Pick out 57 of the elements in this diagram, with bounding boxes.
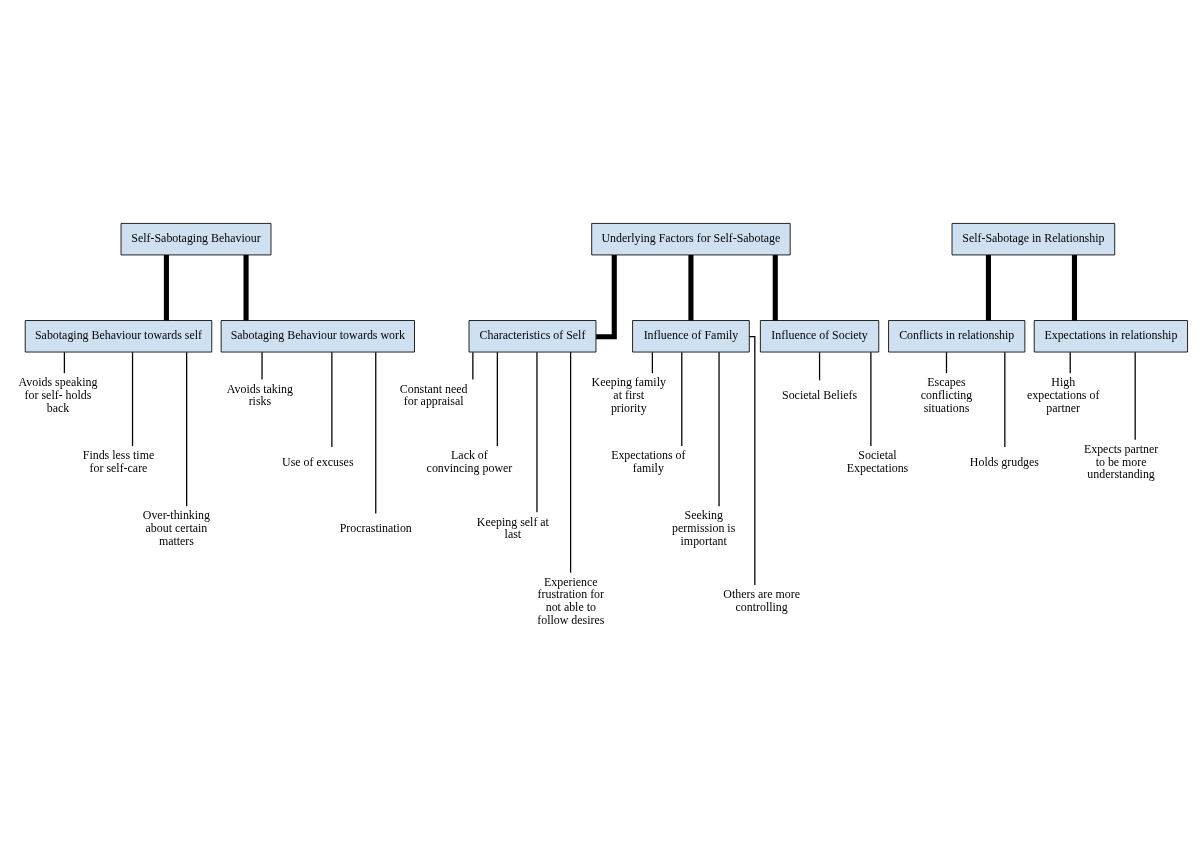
connector — [63, 351, 66, 374]
connector — [1134, 351, 1136, 441]
node-text: Lack of convincing power — [426, 448, 513, 475]
connector — [375, 351, 377, 515]
node-box: Self-Sabotage in Relationship — [951, 223, 1116, 256]
node-box: Self-Sabotaging Behaviour — [120, 223, 272, 256]
node-text: Avoids speaking for self- holds back — [18, 375, 98, 415]
node-text: Finds less time for self-care — [82, 448, 155, 475]
node-box: Sabotaging Behaviour towards work — [220, 320, 415, 353]
connector — [688, 255, 694, 321]
connector — [1004, 351, 1006, 448]
node-box: Expectations in relationship — [1033, 320, 1188, 353]
connector — [472, 351, 474, 381]
node-text: Keeping self at last — [476, 514, 549, 542]
connector — [945, 351, 948, 374]
connector — [651, 351, 654, 374]
connector — [569, 351, 572, 574]
connector — [243, 255, 249, 321]
node-text: Others are more controlling — [723, 587, 800, 615]
node-text: Escapes conflicting situations — [920, 375, 973, 415]
connector — [870, 351, 872, 447]
node-text: Expectations of family — [611, 448, 686, 475]
node-text: Avoids taking risks — [226, 381, 294, 409]
connector — [772, 255, 778, 321]
node-text: Procrastination — [339, 520, 412, 535]
connector — [1069, 351, 1071, 374]
node-text: High expectations of partner — [1026, 375, 1100, 415]
node-box: Sabotaging Behaviour towards self — [24, 320, 213, 353]
node-box: Influence of Society — [759, 320, 880, 353]
connector — [496, 351, 498, 447]
connector — [748, 336, 756, 586]
node-box: Influence of Family — [632, 320, 750, 353]
connector — [163, 255, 169, 321]
node-text: Societal Beliefs — [782, 388, 858, 403]
node-box: Characteristics of Self — [468, 320, 597, 353]
connector — [681, 351, 683, 447]
connector — [818, 351, 821, 381]
connector — [331, 351, 333, 448]
node-text: Experience frustration for not able to follow desires — [537, 574, 605, 627]
node-text: Expects partner to be more understanding — [1083, 441, 1159, 482]
connector — [1071, 255, 1078, 321]
node-text: Holds grudges — [969, 454, 1039, 469]
connector — [596, 255, 617, 340]
node-box: Underlying Factors for Self-Sabotage — [591, 223, 791, 256]
node-text: Over-thinking about certain matters — [142, 508, 211, 548]
node-text: Constant need for appraisal — [399, 381, 468, 409]
connector — [985, 255, 991, 321]
connector — [261, 351, 263, 381]
connector — [186, 351, 188, 507]
connector — [536, 351, 538, 513]
node-text: Seeking permission is important — [672, 508, 736, 548]
connector — [718, 351, 720, 507]
connector — [131, 351, 134, 447]
node-text: Keeping family at first priority — [591, 375, 666, 415]
node-text: Use of excuses — [282, 454, 354, 469]
node-box: Conflicts in relationship — [888, 320, 1026, 353]
node-text: Societal Expectations — [846, 448, 909, 475]
